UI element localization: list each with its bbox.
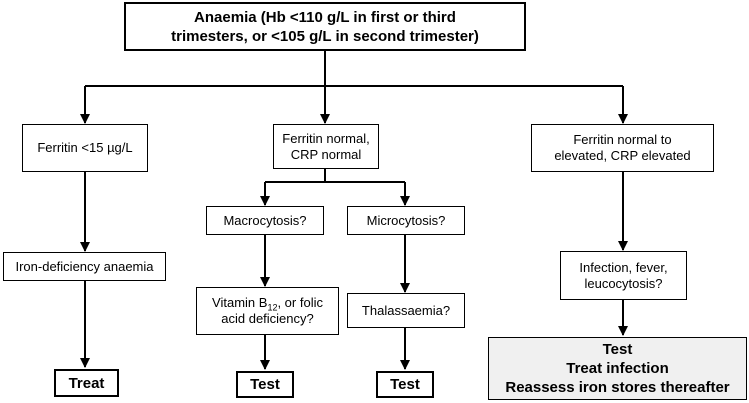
node-microcytosis: Microcytosis? bbox=[347, 206, 465, 235]
vitamin-text-rest: , or folic bbox=[277, 295, 323, 310]
node-line: Test bbox=[390, 376, 420, 393]
node-line: Microcytosis? bbox=[366, 212, 446, 228]
node-vitamin-deficiency: Vitamin B12, or folic acid deficiency? bbox=[196, 287, 339, 335]
node-line: acid deficiency? bbox=[221, 311, 314, 326]
node-line: Thalassaemia? bbox=[361, 302, 451, 318]
node-line: Test bbox=[250, 376, 280, 393]
node-line: Iron-deficiency anaemia bbox=[15, 258, 154, 274]
node-line: CRP normal bbox=[290, 146, 362, 162]
node-line: Treat bbox=[68, 374, 105, 392]
node-line: Reassess iron stores thereafter bbox=[505, 379, 730, 396]
node-line: Macrocytosis? bbox=[223, 212, 307, 228]
vitamin-text: Vitamin B bbox=[212, 295, 268, 310]
node-treat: Treat bbox=[54, 369, 119, 397]
node-line: Test bbox=[602, 341, 633, 358]
node-line: Vitamin B12, or folic bbox=[212, 295, 323, 313]
node-line: Infection, fever, bbox=[579, 259, 668, 275]
node-ferritin-normal: Ferritin normal,CRP normal bbox=[273, 124, 379, 169]
node-line: leucocytosis? bbox=[584, 275, 663, 291]
node-iron-deficiency: Iron-deficiency anaemia bbox=[3, 252, 166, 281]
node-macrocytosis: Macrocytosis? bbox=[206, 206, 324, 235]
vitamin-subscript: 12 bbox=[267, 302, 278, 313]
node-thalassaemia: Thalassaemia? bbox=[347, 293, 465, 328]
node-line: Ferritin normal, bbox=[282, 130, 370, 146]
node-line: elevated, CRP elevated bbox=[554, 148, 691, 163]
node-line: Anaemia (Hb <110 g/L in first or third bbox=[194, 8, 456, 26]
node-line: Treat infection bbox=[566, 360, 669, 377]
node-test-vitamin: Test bbox=[236, 371, 294, 398]
node-line: Ferritin <15 µg/L bbox=[37, 140, 133, 155]
node-line: trimesters, or <105 g/L in second trimes… bbox=[171, 27, 479, 45]
node-test-thalassaemia: Test bbox=[376, 371, 434, 398]
node-infection: Infection, fever,leucocytosis? bbox=[560, 251, 687, 300]
node-ferritin-low: Ferritin <15 µg/L bbox=[22, 124, 148, 172]
node-line: Ferritin normal to bbox=[573, 132, 672, 147]
